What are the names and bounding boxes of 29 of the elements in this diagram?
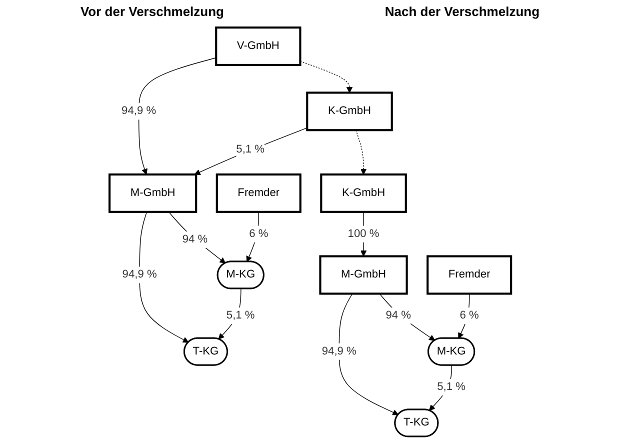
arrow bbox=[138, 212, 188, 343]
arrow bbox=[355, 130, 366, 175]
node-box: Fremder bbox=[216, 173, 302, 213]
arrow bbox=[246, 212, 259, 262]
node-box: M-GmbH bbox=[318, 255, 408, 295]
edge-label: 6 % bbox=[248, 228, 268, 240]
edge-label: 6 % bbox=[459, 310, 479, 322]
section-heading: Nach der Verschmelzung bbox=[384, 4, 540, 18]
edge-label: 5,1 % bbox=[236, 144, 264, 156]
arrow bbox=[194, 128, 308, 176]
edge-label: 94,9 % bbox=[121, 105, 156, 117]
edge-label: 94 % bbox=[182, 234, 208, 246]
node-box: M-GmbH bbox=[108, 173, 197, 213]
arrow bbox=[338, 293, 398, 416]
edge-label: 5,1 % bbox=[226, 310, 254, 322]
edge-label: 5,1 % bbox=[436, 381, 466, 393]
node-box: K-GmbH bbox=[320, 173, 407, 213]
arrow bbox=[168, 212, 226, 264]
node-box: V-GmbH bbox=[214, 26, 301, 66]
node-box: K-GmbH bbox=[306, 92, 393, 132]
edge-label: 94,9 % bbox=[322, 345, 356, 358]
edge-label: 100 % bbox=[347, 228, 379, 240]
node-box: Fremder bbox=[426, 255, 512, 295]
arrow bbox=[378, 293, 435, 341]
edge-label: 94 % bbox=[385, 310, 411, 322]
edge-label: 94,9 % bbox=[122, 268, 157, 281]
arrow bbox=[458, 293, 470, 339]
arrow bbox=[138, 57, 216, 175]
section-heading: Vor der Verschmelzung bbox=[80, 4, 224, 18]
